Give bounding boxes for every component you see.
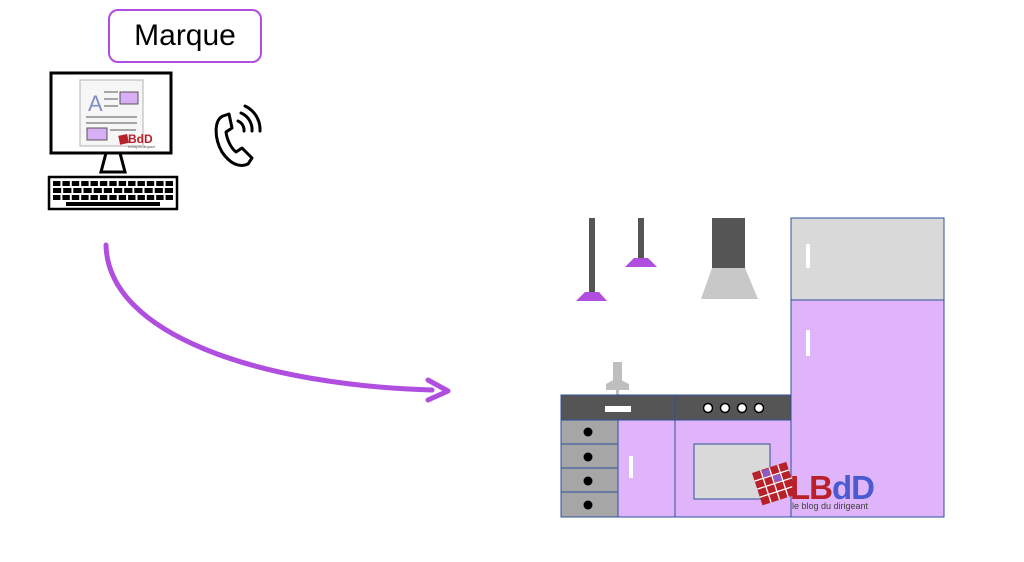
keyboard-key (156, 181, 164, 186)
keyboard-key (62, 181, 70, 186)
keyboard-key (99, 195, 108, 200)
keyboard-key (90, 195, 98, 200)
monitor-logo-letters: BdD (128, 132, 153, 146)
keyboard-key (93, 188, 102, 193)
cooktop-burners (702, 402, 765, 414)
keyboard-key (71, 181, 80, 186)
keyboard-key (53, 181, 61, 186)
faucet (606, 362, 629, 396)
keyboard-key (53, 188, 62, 193)
freezer-door (790, 217, 945, 301)
keyboard-key (165, 195, 173, 200)
keyboard-key (128, 195, 136, 200)
curved-arrow (103, 242, 451, 403)
keyboard-key (62, 195, 70, 200)
keyboard-key (90, 181, 98, 186)
kitchen-illustration: LBdD le blog du dirigeant (560, 217, 945, 518)
keyboard-key (118, 181, 127, 186)
logo-grid-icon (752, 461, 797, 506)
keyboard-key (103, 188, 112, 193)
monitor-logo-tagline: le blog du dirigeant (128, 145, 155, 149)
logo-watermark-tagline: le blog du dirigeant (792, 501, 869, 511)
keyboard-spacebar (66, 202, 160, 206)
keyboard-key (137, 195, 145, 200)
keyboard-key (124, 188, 133, 193)
keyboard-key (128, 181, 136, 186)
keyboard-key (165, 181, 173, 186)
desktop-computer-icon: A BdD le blog du dirigeant (47, 71, 179, 211)
keyboard-key (73, 188, 82, 193)
keyboard-key (146, 195, 155, 200)
keyboard-key (83, 188, 92, 193)
sink-slot (605, 406, 631, 412)
keyboard-key (53, 195, 61, 200)
countertop (560, 394, 792, 421)
fridge-door (790, 299, 945, 518)
monitor-screen-document: A BdD le blog du dirigeant (79, 79, 155, 149)
logo-watermark-letters: LBdD (790, 469, 874, 506)
keyboard-key (134, 188, 143, 193)
keyboard-key (109, 195, 117, 200)
document-letter-a: A (88, 91, 103, 116)
lower-cabinet-door (617, 419, 676, 518)
range-hood (701, 218, 758, 299)
phone-ringing-icon (214, 104, 262, 167)
keyboard-key (114, 188, 123, 193)
pendant-lamp-left (576, 218, 607, 301)
keyboard-key (118, 195, 127, 200)
refrigerator (790, 217, 945, 518)
keyboard-key (154, 188, 163, 193)
keyboard-key (156, 195, 164, 200)
drawer-stack (560, 419, 619, 518)
keyboard-icon (47, 175, 179, 211)
logo-watermark: LBdD le blog du dirigeant (752, 461, 875, 511)
keyboard-key (81, 195, 89, 200)
keyboard-key (164, 188, 173, 193)
keyboard-key (144, 188, 153, 193)
brand-label: Marque (108, 9, 262, 63)
keyboard-key (146, 181, 155, 186)
monitor-logo-icon: BdD le blog du dirigeant (118, 132, 155, 149)
keyboard-key (99, 181, 108, 186)
keyboard-key (81, 181, 89, 186)
keyboard-key (63, 188, 72, 193)
monitor-stand (99, 151, 127, 174)
pendant-lamp-right (625, 218, 657, 267)
keyboard-key (71, 195, 80, 200)
keyboard-key (137, 181, 145, 186)
keyboard-key (109, 181, 117, 186)
